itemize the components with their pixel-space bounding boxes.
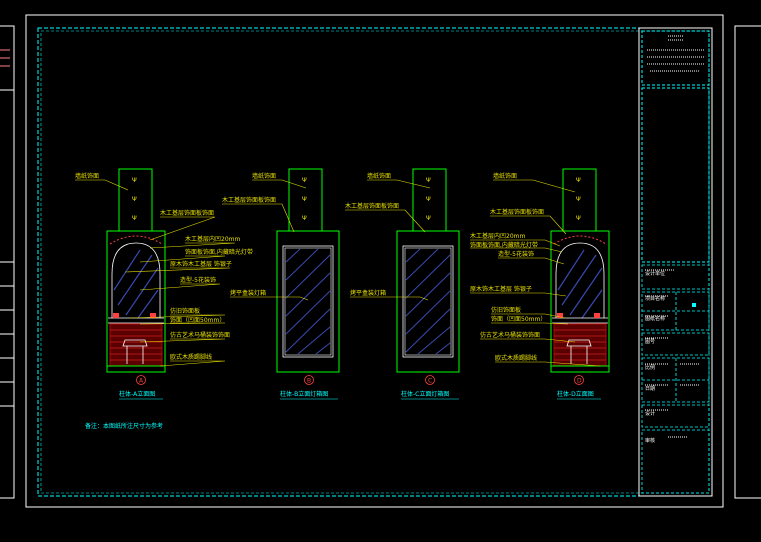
d-label-3: 木工基层内凹20mm bbox=[470, 232, 525, 240]
b-label-1: 墙纸饰面 bbox=[252, 172, 276, 180]
svg-text:Ψ: Ψ bbox=[132, 177, 137, 184]
a-label-3: 木工基层内凹20mm bbox=[185, 235, 240, 243]
a-label-7: 仿旧饰面板 bbox=[170, 307, 200, 315]
elevation-d: Ψ Ψ Ψ D bbox=[550, 168, 610, 385]
left-adjacent-sheet bbox=[0, 25, 15, 499]
c-label-1: 墙纸饰面 bbox=[367, 172, 391, 180]
svg-text:C: C bbox=[428, 378, 432, 385]
a-label-8: 饰面（凹面50mm） bbox=[170, 316, 225, 324]
leader-lines bbox=[75, 179, 601, 367]
drawing-note: 备注：本图纸所注尺寸为参考 bbox=[85, 422, 163, 430]
svg-text:Ψ: Ψ bbox=[426, 177, 431, 184]
a-label-4: 饰面板饰面,内藏暗光灯带 bbox=[185, 248, 253, 256]
tb-row-8: 审核 bbox=[645, 437, 655, 444]
title-block bbox=[638, 27, 713, 497]
elevation-c-labels: 墙纸饰面 木工基层饰面板饰面 烤平盒装灯箱 bbox=[345, 172, 399, 297]
svg-text:Ψ: Ψ bbox=[576, 215, 581, 222]
title-block-labels: 设计单位 项目名称 图纸名称 图号 比例 日期 设计 审核 bbox=[645, 270, 665, 444]
c-label-3: 烤平盒装灯箱 bbox=[350, 289, 386, 297]
caption-b: 柱体-B立面灯箱图 bbox=[280, 390, 328, 398]
svg-text:D: D bbox=[577, 378, 582, 385]
svg-text:A: A bbox=[139, 378, 144, 385]
d-label-2: 木工基层饰面板饰面 bbox=[490, 208, 544, 216]
elevation-captions: 柱体-A立面图 柱体-B立面灯箱图 柱体-C立面灯箱图 柱体-D立面图 bbox=[119, 390, 601, 400]
tb-row-4: 图号 bbox=[645, 339, 655, 345]
elevation-b-labels: 墙纸饰面 木工基层饰面板饰面 烤平盒装灯箱 bbox=[222, 172, 276, 297]
elevation-a-labels: 墙纸饰面 木工基层饰面板饰面 木工基层内凹20mm 饰面板饰面,内藏暗光灯带 原… bbox=[75, 172, 253, 361]
tb-row-6: 日期 bbox=[645, 386, 655, 392]
right-adjacent-sheet bbox=[734, 25, 761, 499]
a-label-2: 木工基层饰面板饰面 bbox=[160, 209, 214, 217]
d-label-8: 饰面（凹面50mm） bbox=[491, 315, 546, 323]
elevation-b: Ψ Ψ Ψ B bbox=[276, 168, 340, 385]
svg-text:Ψ: Ψ bbox=[576, 196, 581, 203]
svg-text:Ψ: Ψ bbox=[426, 215, 431, 222]
tb-row-2: 项目名称 bbox=[645, 295, 665, 302]
a-label-9: 仿古艺术马桶装饰饰面 bbox=[170, 331, 230, 339]
b-label-3: 烤平盒装灯箱 bbox=[230, 289, 266, 297]
d-label-5: 造型-5花装饰 bbox=[498, 250, 534, 258]
svg-text:Ψ: Ψ bbox=[302, 215, 307, 222]
d-label-9: 仿古艺术马桶装饰饰面 bbox=[480, 331, 540, 339]
b-label-2: 木工基层饰面板饰面 bbox=[222, 196, 276, 204]
a-label-5: 原木饰木工基层 饰银子 bbox=[170, 260, 232, 268]
svg-text:Ψ: Ψ bbox=[302, 177, 307, 184]
caption-c: 柱体-C立面灯箱图 bbox=[401, 390, 449, 398]
tb-row-1: 设计单位 bbox=[645, 270, 665, 277]
svg-text:Ψ: Ψ bbox=[576, 177, 581, 184]
tb-row-7: 设计 bbox=[645, 410, 655, 417]
d-label-7: 仿旧饰面板 bbox=[491, 306, 521, 314]
tb-row-5: 比例 bbox=[645, 364, 655, 371]
elevation-a: Ψ Ψ Ψ A bbox=[106, 168, 166, 385]
caption-d: 柱体-D立面图 bbox=[557, 390, 594, 398]
elevation-c: Ψ Ψ Ψ C bbox=[396, 168, 460, 385]
d-label-6: 原木饰木工基层 饰银子 bbox=[470, 285, 532, 293]
d-label-1: 墙纸饰面 bbox=[493, 172, 517, 180]
caption-a: 柱体-A立面图 bbox=[119, 390, 155, 398]
svg-text:Ψ: Ψ bbox=[302, 196, 307, 203]
c-label-2: 木工基层饰面板饰面 bbox=[345, 202, 399, 210]
d-label-4: 饰面板饰面,内藏暗光灯带 bbox=[470, 241, 538, 249]
svg-text:B: B bbox=[307, 378, 311, 385]
a-label-10: 欧式木质踢脚线 bbox=[170, 353, 212, 361]
tb-row-3: 图纸名称 bbox=[645, 315, 665, 322]
svg-text:Ψ: Ψ bbox=[132, 215, 137, 222]
d-label-10: 欧式木质踢脚线 bbox=[495, 354, 537, 362]
elevation-d-labels: 墙纸饰面 木工基层饰面板饰面 木工基层内凹20mm 饰面板饰面,内藏暗光灯带 造… bbox=[470, 172, 546, 362]
sheet-outer-frame bbox=[25, 14, 724, 508]
a-label-6: 造型-5花装饰 bbox=[180, 276, 216, 284]
a-label-1: 墙纸饰面 bbox=[75, 172, 99, 180]
svg-text:Ψ: Ψ bbox=[426, 196, 431, 203]
svg-text:Ψ: Ψ bbox=[132, 196, 137, 203]
